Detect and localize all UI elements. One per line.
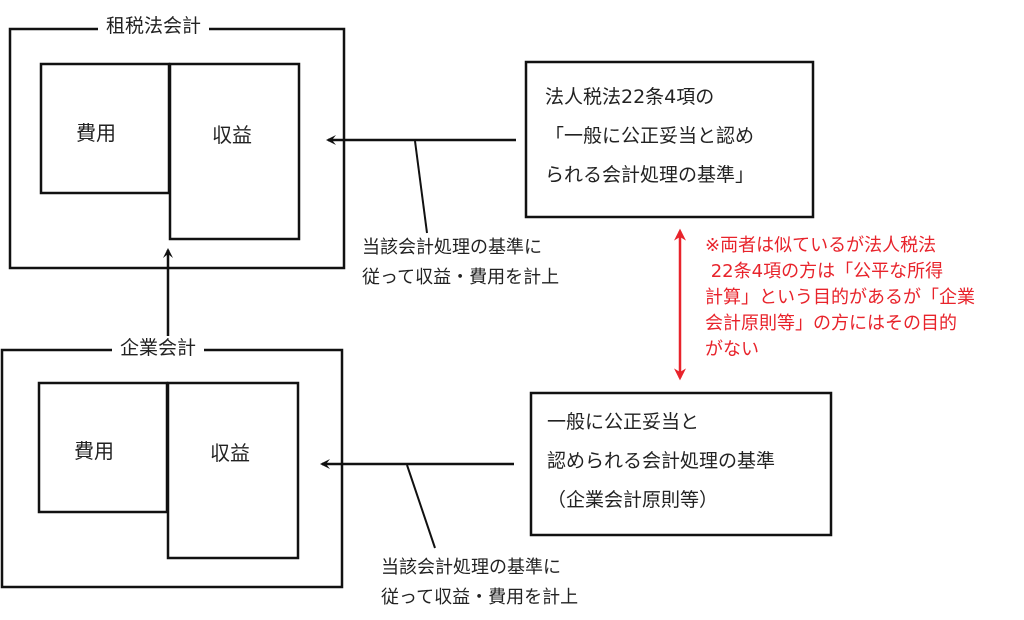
- corporate-revenue-label: 収益: [210, 441, 250, 465]
- text-line: 法人税法22条4項の: [545, 86, 715, 108]
- note-line: 22条4項の方は「公平な所得: [705, 261, 944, 282]
- caption-line: 従って収益・費用を計上: [362, 267, 560, 288]
- tax-expense-label: 費用: [76, 121, 116, 145]
- caption-line: 当該会計処理の基準に: [362, 237, 542, 258]
- text-line: （企業会計原則等）: [547, 489, 719, 511]
- bottom-callout-line: [406, 464, 436, 549]
- note-line: 会計原則等」の方にはその目的: [705, 313, 957, 334]
- bottom-caption: 当該会計処理の基準に 従って収益・費用を計上: [381, 553, 578, 613]
- caption-line: 当該会計処理の基準に: [381, 557, 561, 578]
- comparison-note: ※両者は似ているが法人税法 22条4項の方は「公平な所得 計算」という目的がある…: [705, 233, 975, 363]
- corporate-expense-label: 費用: [74, 439, 114, 463]
- note-line: 計算」という目的があるが「企業: [705, 287, 975, 308]
- tax-revenue-label: 収益: [212, 123, 252, 147]
- note-line: ※両者は似ているが法人税法: [705, 235, 937, 256]
- top-caption: 当該会計処理の基準に 従って収益・費用を計上: [362, 233, 559, 293]
- tax-standard-box: [524, 60, 815, 219]
- note-line: がない: [705, 339, 759, 360]
- text-line: られる会計処理の基準」: [545, 164, 755, 186]
- corporate-accounting-frame: [0, 348, 344, 589]
- corporate-standard-text: 一般に公正妥当と 認められる会計処理の基準 （企業会計原則等）: [547, 403, 775, 520]
- corporate-accounting-title: 企業会計: [112, 339, 205, 358]
- text-line: 「一般に公正妥当と認め: [545, 125, 755, 147]
- tax-standard-text: 法人税法22条4項の 「一般に公正妥当と認め られる会計処理の基準」: [545, 78, 754, 195]
- tax-revenue-box: [168, 62, 301, 241]
- top-callout-line: [414, 140, 428, 234]
- text-line: 認められる会計処理の基準: [547, 450, 776, 472]
- caption-line: 従って収益・費用を計上: [381, 587, 579, 608]
- tax-accounting-title: 租税法会計: [98, 17, 210, 36]
- text-line: 一般に公正妥当と: [547, 411, 700, 433]
- corporate-revenue-box: [166, 381, 300, 560]
- corporate-standard-box: [529, 391, 833, 537]
